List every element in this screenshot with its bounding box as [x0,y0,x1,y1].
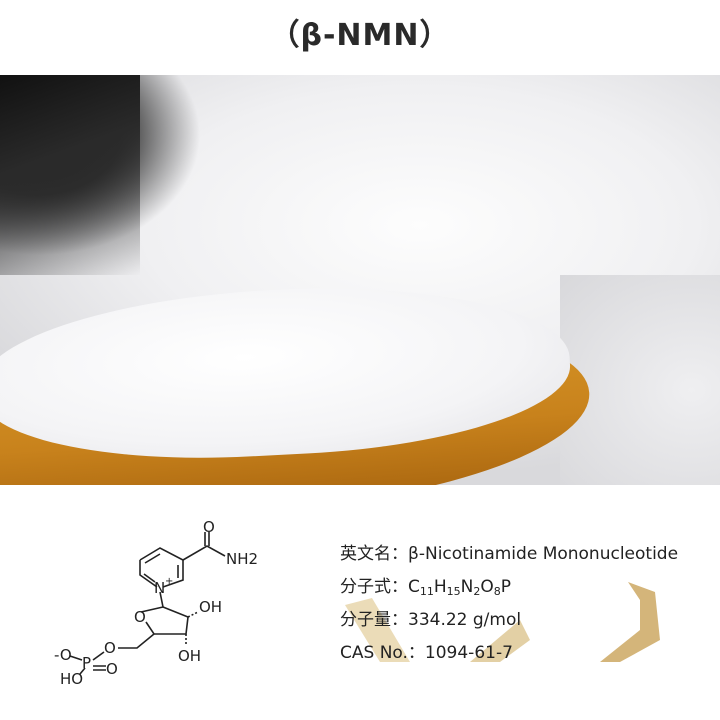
english-name-value: β-Nicotinamide Mononucleotide [408,544,679,564]
cas-value: 1094-61-7 [424,643,513,663]
product-photo-nmn-powder [0,75,720,485]
ester-o-label: O [104,639,116,657]
formula-label: 分子式： [340,577,408,597]
oh2-label: OH [178,647,201,665]
mw-label: 分子量： [340,610,408,630]
oh1-label: OH [199,598,222,616]
formula-row: 分子式：C11H15N2O8P [340,571,678,604]
page-title: （β-NMN） [269,18,451,53]
english-name-label: 英文名： [340,544,408,564]
ring-o-label: O [134,608,146,626]
cas-row: CAS No.：1094-61-7 [340,637,678,670]
ring-n-label: N [154,579,165,597]
cas-label: CAS No.： [340,643,425,663]
mw-value: 334.22 g/mol [408,610,522,630]
formula-value: C11H15N2O8P [408,577,512,598]
carbonyl-o-label: O [203,518,215,536]
plus-label: + [165,576,173,587]
english-name-row: 英文名：β-Nicotinamide Mononucleotide [340,538,678,571]
ho-label: HO [60,670,83,688]
dark-background [0,75,140,275]
amide-label: NH2 [226,550,258,568]
molecular-weight-row: 分子量：334.22 g/mol [340,604,678,637]
p-o-label: O [106,660,118,678]
powder-background [560,275,720,485]
compound-info: 英文名：β-Nicotinamide Mononucleotide 分子式：C1… [340,538,678,670]
o-minus-label: -O [54,646,72,664]
p-label: P [82,654,91,672]
nmn-chemical-structure: O NH2 N + OH O OH O P -O O HO [54,518,258,688]
